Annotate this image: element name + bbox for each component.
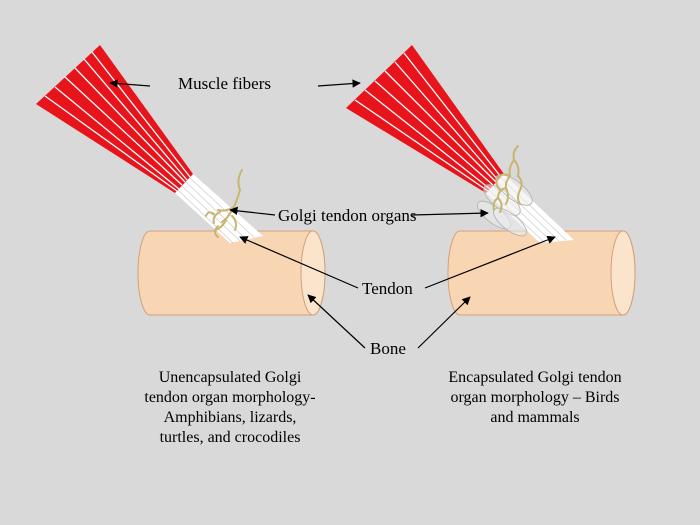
arrow-tendon-left [239, 236, 359, 289]
golgi-tendon-organs-label: Golgi tendon organs [278, 206, 417, 225]
left-caption-line: Unencapsulated Golgi [158, 369, 302, 386]
left-caption-line: turtles, and crocodiles [159, 429, 301, 446]
left-caption-line: tendon organ morphology- [144, 389, 316, 406]
arrow-gto-left [229, 206, 276, 216]
right-caption-line: Encapsulated Golgi tendon [448, 369, 622, 386]
arrow-muscle-right [317, 79, 361, 88]
right-caption-line: organ morphology – Birds [450, 389, 620, 406]
bone-label: Bone [370, 339, 406, 358]
right-caption: Encapsulated Golgi tendon organ morpholo… [400, 368, 670, 428]
left-caption: Unencapsulated Golgi tendon organ morpho… [100, 368, 360, 448]
left-caption-line: Amphibians, lizards, [163, 409, 297, 426]
tendon-label: Tendon [362, 279, 413, 298]
muscle-fibers-label: Muscle fibers [178, 74, 272, 93]
arrow-muscle-left [109, 79, 151, 88]
arrow-bone-left [307, 294, 366, 349]
left-bone [137, 230, 326, 316]
label-arrows [109, 79, 556, 349]
right-bone [447, 230, 636, 316]
arrow-tendon-right [424, 235, 556, 289]
right-caption-line: and mammals [490, 409, 580, 426]
arrow-gto-right [411, 209, 489, 218]
left-muscle-fibers [36, 45, 193, 193]
right-muscle-fibers [346, 45, 504, 193]
right-golgi-tendon-organ [492, 145, 523, 213]
arrow-bone-right [417, 296, 471, 349]
